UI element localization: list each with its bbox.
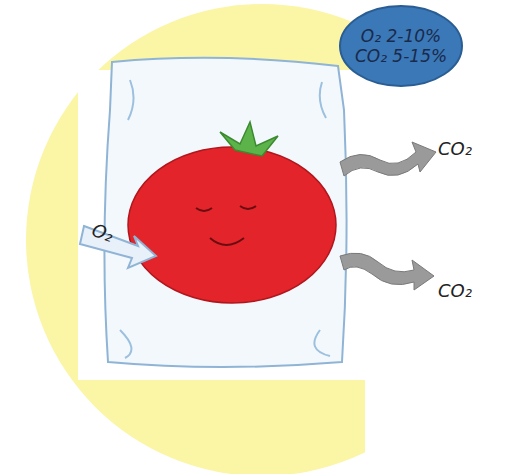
tomato-eyes [196,206,256,211]
gas-level: O₂ 2-10% [361,26,441,46]
tomato-mouth [210,238,244,245]
gas-label: CO₂ [438,280,472,301]
plastic-bag [104,58,346,367]
tomato-stem [220,122,278,156]
gas-level: CO₂ 5-15% [355,46,447,66]
speech-bubble: O₂ 2-10%CO₂ 5-15% [338,4,464,88]
outlet-arrow [340,142,436,176]
outlet-arrow [340,253,434,290]
bubble-outline [340,6,462,86]
tomato [128,147,336,303]
gas-label: CO₂ [438,138,472,159]
